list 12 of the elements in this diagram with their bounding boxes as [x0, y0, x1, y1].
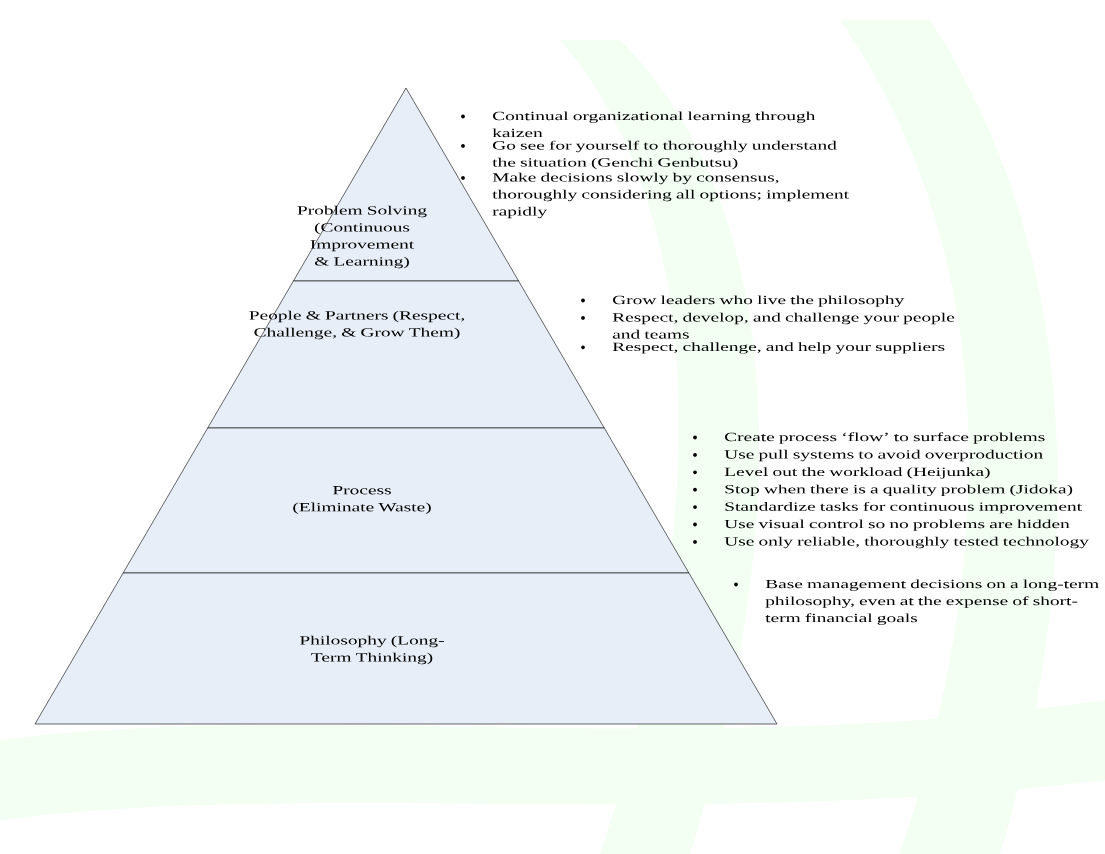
pyramid-band: People & Partners (Respect, Challenge, & Grow Them): [207, 280, 605, 429]
pyramid-band: Process (Eliminate Waste): [122, 427, 690, 574]
bullet-item: Level out the workload (Heijunka): [693, 467, 990, 479]
bullet-item: Go see for yourself to thoroughly understand the situation (Genchi Genbutsu): [461, 140, 837, 170]
bullet-item: Use only reliable, thoroughly tested technology: [693, 536, 1089, 549]
bullet-item: Continual organizational learning through kaizen: [461, 111, 816, 138]
bullet-item: Use visual control so no problems are hidden: [693, 519, 1070, 531]
bullet-item: Make decisions slowly by consensus, thoroughly considering all options; implement rapidly: [461, 172, 849, 219]
bullet-item: Use pull systems to avoid overproduction: [693, 449, 1043, 462]
bullet-item: Standardize tasks for continuous improvement: [693, 501, 1082, 514]
bullet-item: Stop when there is a quality problem (Jidoka): [693, 484, 1073, 496]
bullet-item: Create process ‘flow’ to surface problems: [693, 432, 1045, 444]
